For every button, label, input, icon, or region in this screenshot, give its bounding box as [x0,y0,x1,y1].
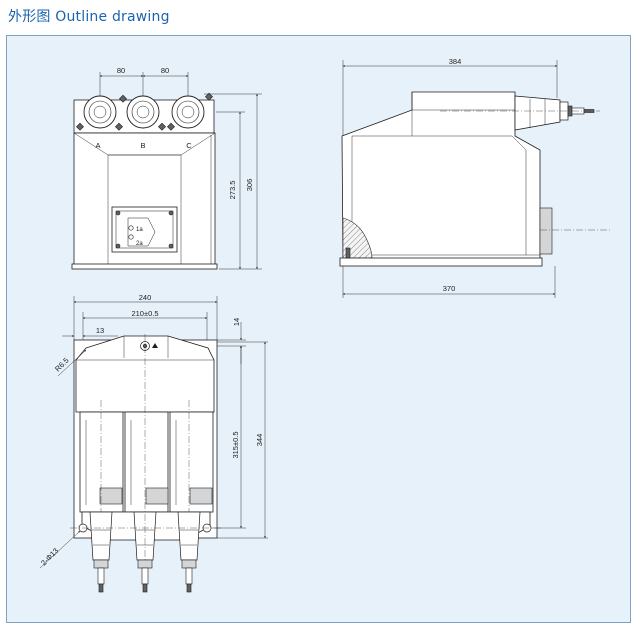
front-view: A B C 1a 2a 80 80 [71,66,262,270]
side-terminal-box [539,207,553,255]
side-view: 384 370 [339,57,610,298]
secondary-terminal-box: 1a 2a [111,206,178,253]
dimension-370: 370 [342,266,556,298]
dim-top-offset: 14 [232,318,241,326]
side-bushing [514,95,595,131]
phase-label-c: C [186,141,192,150]
phase-label-a: A [95,141,100,150]
terminal-stud-c [177,511,201,593]
front-base-plate [71,263,218,270]
terminal-mark-1a: 1a [136,227,143,233]
dimension-holes: 2-Φ13 [39,530,81,569]
page-title: 外形图 Outline drawing [8,9,170,25]
dim-edge-offset: 13 [96,326,104,335]
dim-spacing-left: 80 [117,66,125,75]
dim-radius: R6.5 [53,356,71,374]
coil-columns [79,411,214,513]
terminal-mark-2a: 2a [136,241,143,247]
dim-height-273: 273.5 [228,181,237,200]
dimension-heights: 273.5 306 [204,93,262,270]
phase-label-b: B [140,141,145,150]
bushing-a [76,95,123,131]
dimension-240: 240 [73,293,218,340]
bushing-b [119,94,166,131]
dimension-vertical-bottom: 315±0.5 344 [212,341,268,539]
dim-height-306: 306 [245,179,254,192]
dimension-13: 13 [62,326,118,337]
dim-length-370: 370 [443,284,456,293]
dimension-14: 14 [217,318,246,364]
dimension-80-80: 80 80 [99,66,189,96]
dim-holes: 2-Φ13 [39,546,60,567]
dim-hole-spacing: 210±0.5 [131,309,158,318]
side-base-plate [339,257,543,267]
dim-hole-pitch: 315±0.5 [231,431,240,458]
dimension-384: 384 [342,57,558,136]
terminal-stud-a [89,511,113,593]
dim-width-240: 240 [139,293,152,302]
bushing-c [167,92,213,131]
dim-length-384: 384 [449,57,462,66]
dim-length-344: 344 [255,434,264,447]
bottom-view: 240 210±0.5 13 14 [39,293,268,593]
side-body [341,91,541,261]
dimension-210: 210±0.5 [82,309,208,340]
dim-spacing-right: 80 [161,66,169,75]
